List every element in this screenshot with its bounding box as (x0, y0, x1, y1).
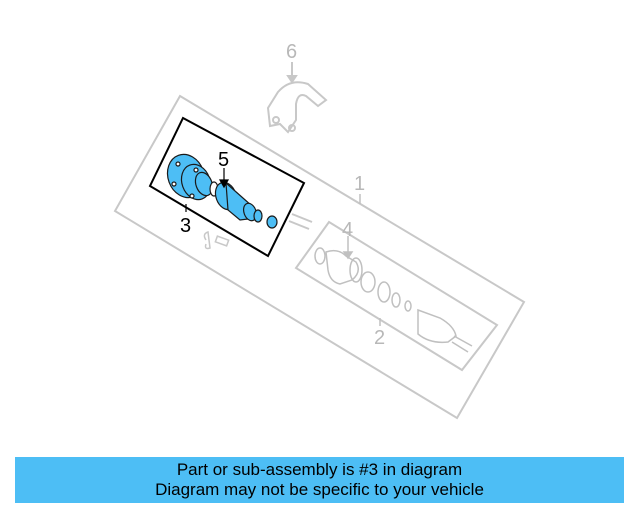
parts-diagram: 6 1 4 2 5 3 (113, 41, 526, 420)
subassembly-frame-3 (148, 116, 306, 258)
subassembly-frame-2 (294, 220, 499, 372)
callout-1: 1 (354, 173, 365, 195)
leader-lines-dark (185, 168, 230, 212)
callout-4: 4 (342, 219, 353, 241)
info-banner: Part or sub-assembly is #3 in diagram Di… (15, 457, 624, 503)
assembly-frame (113, 94, 526, 420)
equals-connector (288, 213, 313, 230)
banner-line-1: Part or sub-assembly is #3 in diagram (176, 460, 463, 479)
callout-6: 6 (286, 41, 297, 63)
callout-2: 2 (374, 327, 385, 349)
callout-3: 3 (180, 215, 191, 237)
bolt-part (203, 230, 230, 250)
axle-part-2 (314, 194, 473, 353)
cv-joint-part-3 (166, 153, 278, 229)
callout-5: 5 (218, 149, 229, 171)
bracket-part-6 (266, 62, 328, 134)
banner-line-2: Diagram may not be specific to your vehi… (155, 480, 484, 499)
